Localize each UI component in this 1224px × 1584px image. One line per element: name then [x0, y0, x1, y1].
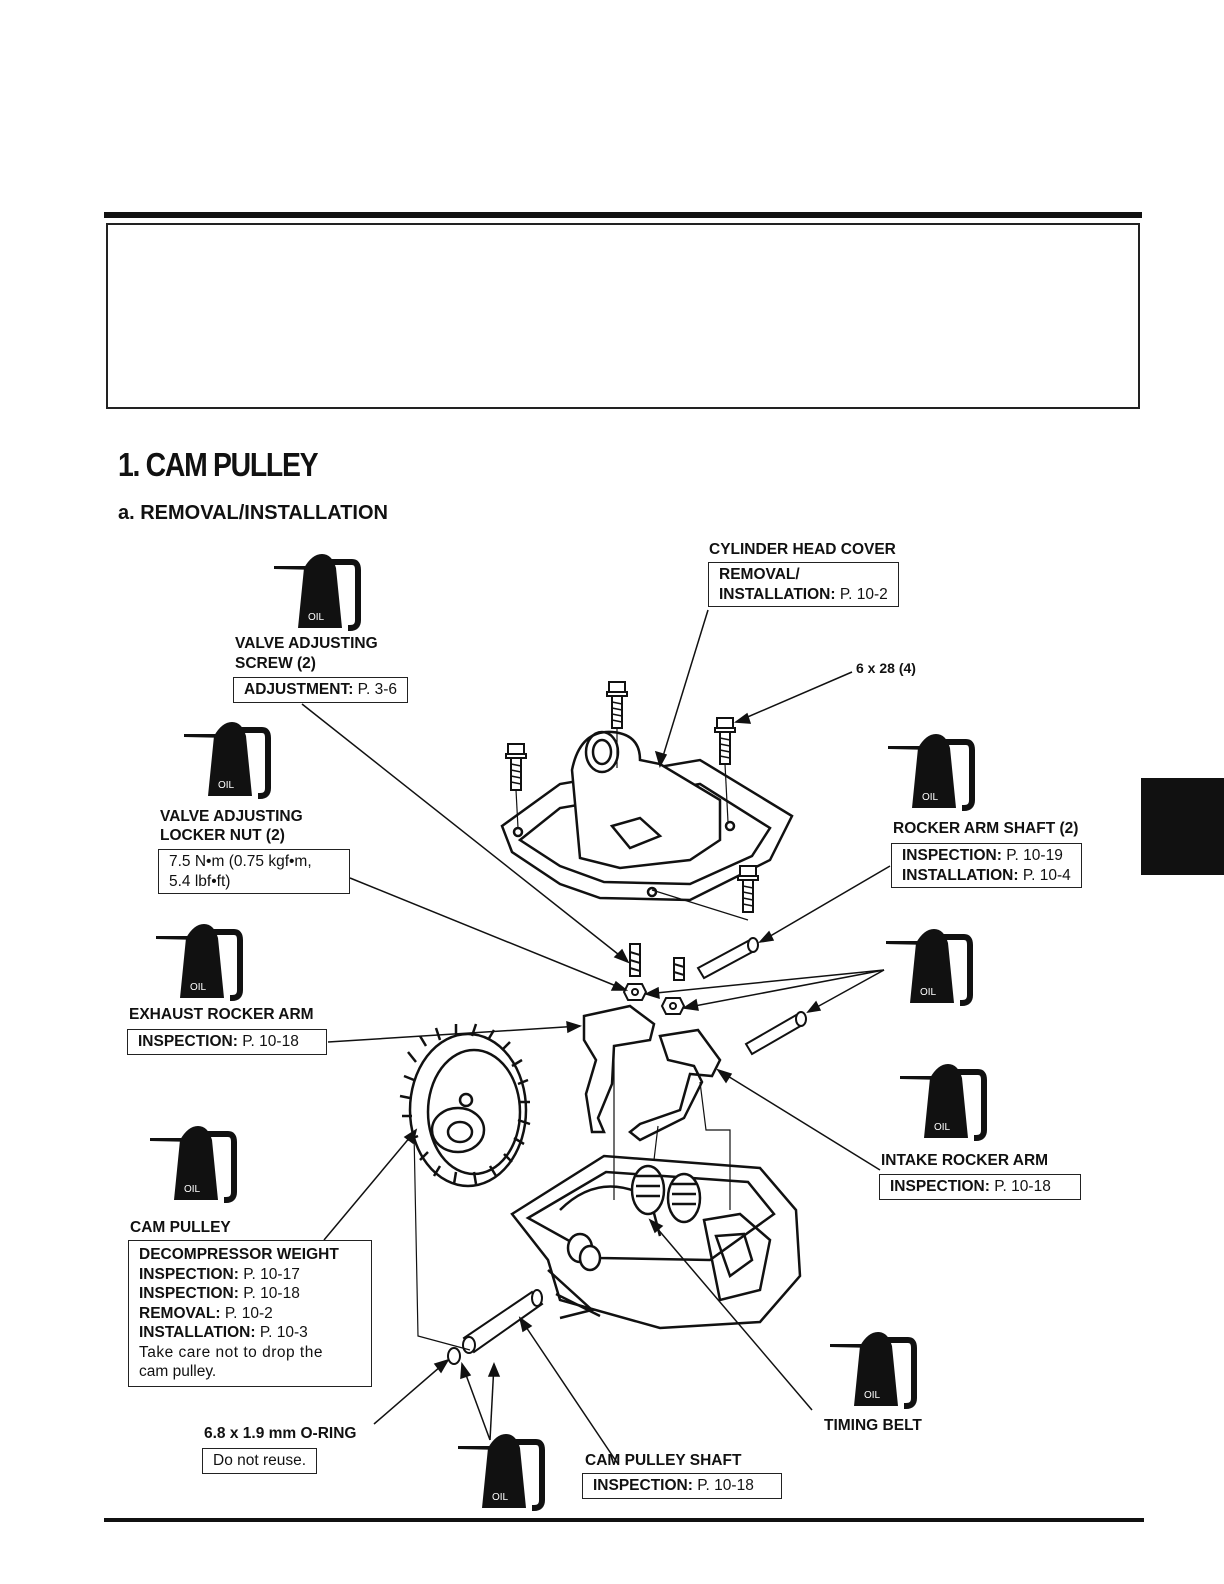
- exhaust-rocker-arm-ref-box: INSPECTION: P. 10-18: [127, 1029, 327, 1055]
- cylinder-head-drawing: [510, 1154, 802, 1330]
- bolt-size-label: 6 x 28 (4): [856, 660, 916, 676]
- rocker-shaft-installation-label: INSTALLATION:: [902, 866, 1019, 884]
- cam-pulley-label: CAM PULLEY: [130, 1219, 231, 1236]
- shaft-inspection-ref: P. 10-18: [692, 1477, 754, 1494]
- adjustment-ref: P. 3-6: [353, 681, 398, 698]
- adjusting-screw-drawing: [622, 943, 686, 1015]
- locker-nut-torque-box: 7.5 N•m (0.75 kgf•m, 5.4 lbf•ft): [158, 849, 350, 894]
- locker-nut-label-1: VALVE ADJUSTING: [160, 808, 303, 825]
- cylinder-head-cover-installation-label: INSTALLATION:: [719, 585, 836, 603]
- o-ring-note: Do not reuse.: [213, 1452, 307, 1469]
- o-ring-label: 6.8 x 1.9 mm O-RING: [204, 1425, 357, 1442]
- bolt-icon: [737, 865, 759, 913]
- section-title: 1. CAM PULLEY: [118, 446, 319, 483]
- cam-pulley-shaft-ref-box: INSPECTION: P. 10-18: [582, 1473, 782, 1499]
- cam-pulley-drawing: [399, 1023, 531, 1188]
- bottom-rule: [104, 1518, 1144, 1522]
- rocker-arm-shaft-label: ROCKER ARM SHAFT (2): [893, 820, 1079, 837]
- cam-removal-ref: P. 10-2: [220, 1304, 273, 1322]
- cam-note-line-2: cam pulley.: [139, 1363, 217, 1380]
- rocker-arm-shaft-drawing: [696, 937, 807, 1056]
- exhaust-inspection-label: INSPECTION:: [138, 1033, 238, 1050]
- intake-rocker-arm-label: INTAKE ROCKER ARM: [881, 1152, 1049, 1169]
- cylinder-head-cover-ref-box: REMOVAL/ INSTALLATION: P. 10-2: [708, 562, 899, 607]
- oil-can-icon: [150, 1126, 234, 1200]
- bolt-icon: [606, 681, 628, 729]
- subsection-title: a. REMOVAL/INSTALLATION: [118, 502, 388, 524]
- cam-installation-label: INSTALLATION:: [139, 1324, 256, 1341]
- rocker-shaft-inspection-ref: P. 10-19: [1001, 847, 1063, 864]
- rocker-shaft-inspection-label: INSPECTION:: [902, 847, 1002, 864]
- cam-removal-label: REMOVAL:: [139, 1304, 221, 1322]
- cam-note-line-1: Take care not to drop the: [139, 1343, 323, 1361]
- exhaust-rocker-arm-label: EXHAUST ROCKER ARM: [129, 1006, 314, 1023]
- cam-pulley-shaft-drawing: [447, 1289, 544, 1365]
- valve-adjusting-screw-label-1: VALVE ADJUSTING: [235, 635, 378, 652]
- top-rule: [104, 212, 1142, 218]
- cam-inspection-1-label: INSPECTION:: [139, 1265, 239, 1283]
- oil-can-icon: [830, 1332, 914, 1406]
- cam-inspection-2-label: INSPECTION:: [139, 1285, 239, 1302]
- adjustment-label: ADJUSTMENT:: [244, 681, 354, 698]
- torque-line-2: 5.4 lbf•ft): [169, 872, 231, 890]
- cam-pulley-ref-box: DECOMPRESSOR WEIGHT INSPECTION: P. 10-17…: [128, 1240, 372, 1387]
- oil-can-icon: [184, 722, 268, 796]
- oil-can-icon: [900, 1064, 984, 1138]
- cam-inspection-2-ref: P. 10-18: [238, 1285, 300, 1302]
- bolt-icon: [505, 743, 527, 791]
- rocker-arm-shaft-ref-box: INSPECTION: P. 10-19 INSTALLATION: P. 10…: [891, 843, 1082, 888]
- section-index-tab: [1141, 778, 1224, 875]
- o-ring-note-box: Do not reuse.: [202, 1448, 318, 1474]
- cylinder-head-cover-removal: REMOVAL/: [719, 566, 800, 583]
- oil-can-icon: [274, 554, 358, 628]
- oil-can-icon: [458, 1434, 542, 1508]
- oil-can-icon: [156, 924, 240, 998]
- intake-rocker-arm-ref-box: INSPECTION: P. 10-18: [879, 1174, 1081, 1200]
- cylinder-head-cover-drawing: [500, 730, 794, 902]
- bolt-icon: [714, 717, 736, 765]
- oil-can-icon: [888, 734, 972, 808]
- cam-pulley-shaft-label: CAM PULLEY SHAFT: [585, 1452, 742, 1469]
- valve-adjusting-screw-ref-box: ADJUSTMENT: P. 3-6: [233, 677, 409, 703]
- exhaust-inspection-ref: P. 10-18: [237, 1033, 299, 1050]
- rocker-arm-drawing: [582, 1004, 722, 1142]
- oil-can-icon: [886, 929, 970, 1003]
- cylinder-head-cover-label: CYLINDER HEAD COVER: [709, 541, 896, 558]
- locker-nut-label-2: LOCKER NUT (2): [160, 827, 285, 844]
- rocker-shaft-installation-ref: P. 10-4: [1018, 866, 1071, 884]
- shaft-inspection-label: INSPECTION:: [593, 1477, 693, 1494]
- decompressor-weight-heading: DECOMPRESSOR WEIGHT: [139, 1246, 339, 1263]
- blank-content-box: [106, 223, 1140, 409]
- cylinder-head-cover-installation-ref: P. 10-2: [835, 585, 888, 603]
- torque-line-1: 7.5 N•m (0.75 kgf•m,: [169, 853, 312, 870]
- valve-adjusting-screw-label-2: SCREW (2): [235, 655, 316, 672]
- cam-installation-ref: P. 10-3: [255, 1324, 308, 1341]
- intake-inspection-label: INSPECTION:: [890, 1178, 990, 1195]
- cam-inspection-1-ref: P. 10-17: [238, 1265, 300, 1283]
- intake-inspection-ref: P. 10-18: [989, 1178, 1051, 1195]
- timing-belt-label: TIMING BELT: [824, 1417, 922, 1434]
